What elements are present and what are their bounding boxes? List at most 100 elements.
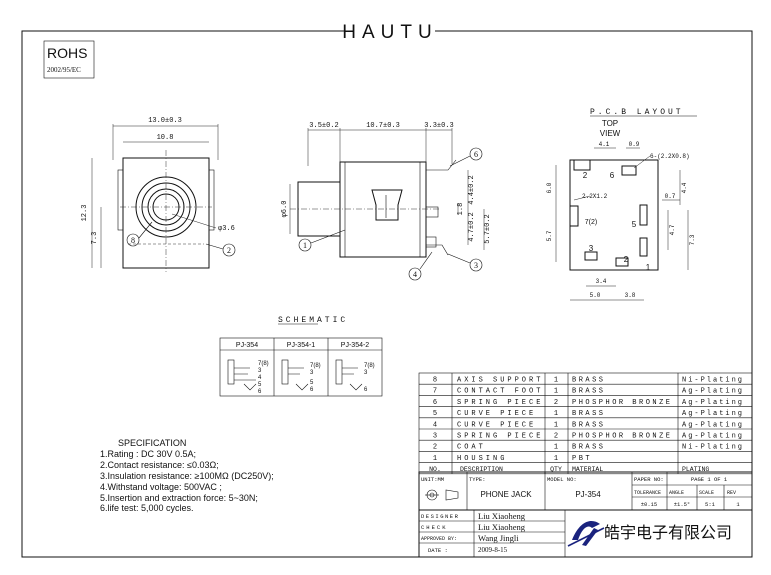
rev-value: 1 xyxy=(736,501,740,508)
bom-row-no: 2 xyxy=(433,444,437,452)
schematic: SCHEMATIC PJ-354 PJ-354-1 PJ-354-2 7(8) … xyxy=(219,316,383,397)
bom-row-qty: 2 xyxy=(554,433,558,441)
spec-line-4: 4.Withstand voltage: 500VAC ; xyxy=(100,482,222,492)
schematic-title: SCHEMATIC xyxy=(278,316,348,325)
pcb-pin-6: 6 xyxy=(610,171,615,180)
title-block: UNIT:MM TYPE: PHONE JACK MODEL NO: PJ-35… xyxy=(418,471,753,558)
schematic-pin-6-b: 6 xyxy=(310,387,314,393)
side-dim-dia: φ6.0 xyxy=(281,201,289,218)
bom-row-material: PHOSPHOR BRONZE xyxy=(572,433,673,441)
pcb-pin-5: 5 xyxy=(632,220,637,229)
bom-row-plating: Ag-Plating xyxy=(682,410,744,418)
date-label: DATE : xyxy=(428,547,448,554)
side-balloon-6: 6 xyxy=(474,150,478,159)
bom-row-material: BRASS xyxy=(572,388,606,396)
bom-row-qty: 1 xyxy=(554,444,558,452)
angle-label: ANGLE xyxy=(669,490,684,496)
schematic-pin-78-c: 7(8) xyxy=(364,363,375,369)
model-value: PJ-354 xyxy=(575,490,601,499)
bom-row-qty: 1 xyxy=(554,377,558,385)
front-dim-inner-height: 7.3 xyxy=(91,232,99,245)
schematic-header-3: PJ-354-2 xyxy=(341,342,370,349)
schematic-pin-5-a: 5 xyxy=(258,382,262,388)
bom-row-desc: AXIS SUPPORT xyxy=(457,377,543,385)
spec-title: SPECIFICATION xyxy=(118,438,186,448)
bom-row-qty: 1 xyxy=(554,388,558,396)
bom-row-no: 7 xyxy=(433,388,437,396)
rohs-directive: 2002/95/EC xyxy=(47,66,81,74)
pcb-view-word: VIEW xyxy=(600,129,621,138)
bom-header-no: NO. xyxy=(429,466,441,473)
bom-row-qty: 1 xyxy=(554,421,558,429)
spec-line-5: 5.Insertion and extraction force: 5~30N; xyxy=(100,493,258,503)
side-dim-b: 10.7±0.3 xyxy=(366,122,400,130)
pcb-dim-41: 4.1 xyxy=(599,141,610,148)
schematic-pin-78-b: 7(8) xyxy=(310,363,321,369)
side-dim-r1: 4.4±0.2 xyxy=(468,175,476,204)
front-balloon-2: 2 xyxy=(227,246,231,255)
bom-row-desc: SPRING PIECE xyxy=(457,399,543,407)
pcb-title: P.C.B LAYOUT xyxy=(590,108,684,117)
bom-row-plating: Ag-Plating xyxy=(682,388,744,396)
bom-frame xyxy=(418,372,753,475)
front-balloon-8: 8 xyxy=(131,236,135,245)
unit-label: UNIT:MM xyxy=(421,476,444,483)
front-dim-inner-width: 10.8 xyxy=(157,134,174,142)
projection-symbol-icon xyxy=(425,489,459,501)
schematic-pin-6-c: 6 xyxy=(364,387,368,393)
scale-label: SCALE xyxy=(699,490,714,496)
front-dim-width: 13.0±0.3 xyxy=(148,117,182,125)
bom-row-material: BRASS xyxy=(572,444,606,452)
schematic-pin-4-a: 4 xyxy=(258,375,262,381)
side-balloon-3: 3 xyxy=(474,261,478,270)
bom-row-plating: Ag-Plating xyxy=(682,399,744,407)
side-balloon-4: 4 xyxy=(413,270,417,279)
rohs-label: ROHS xyxy=(47,45,87,61)
front-dim-hole: φ3.6 xyxy=(218,225,235,233)
side-dim-r2: 1.8 xyxy=(457,203,465,216)
pcb-dim-38: 3.8 xyxy=(625,292,636,299)
front-view: 13.0±0.3 10.8 12.3 7.3 φ3.6 8 2 xyxy=(81,117,236,272)
bom-header-desc: DESCRIPTION xyxy=(460,466,503,473)
pcb-pin-7: 7(2) xyxy=(585,219,597,226)
paper-label: PAPER NO: xyxy=(634,476,664,483)
bom-row-qty: 1 xyxy=(554,455,558,463)
spec-line-6: 6.life test: 5,000 cycles. xyxy=(100,503,194,513)
rev-label: REV xyxy=(727,490,736,496)
approved-value: Wang Jingli xyxy=(478,533,519,543)
pcb-pin-2a: 2 xyxy=(583,171,588,180)
spec-line-3: 3.Insulation resistance: ≥100MΩ (DC250V)… xyxy=(100,471,274,481)
bom-header-material: MATERIAL xyxy=(572,466,603,473)
designer-value: Liu Xiaoheng xyxy=(478,511,526,521)
designer-label: DESIGNER xyxy=(421,513,459,520)
bom-row-no: 8 xyxy=(433,377,437,385)
scale-value: 5:1 xyxy=(705,501,716,508)
bom-row-plating: Ni-Plating xyxy=(682,444,744,452)
pcb-dim-34: 3.4 xyxy=(596,278,607,285)
bom-row-plating: Ni-Plating xyxy=(682,377,744,385)
bom-header-qty: QTY xyxy=(550,466,562,473)
bom-row-material: BRASS xyxy=(572,377,606,385)
tol-value: ±0.15 xyxy=(641,501,658,508)
pcb-dim-60: 6.0 xyxy=(546,182,553,193)
side-dim-r3: 4.7±0.2 xyxy=(468,212,476,241)
schematic-pin-6-a: 6 xyxy=(258,389,262,395)
bom-row-no: 3 xyxy=(433,433,437,441)
rohs-mark: ROHS 2002/95/EC xyxy=(43,40,95,79)
approved-label: APPROVED BY: xyxy=(421,536,457,542)
bom-row-material: PBT xyxy=(572,455,592,463)
tolerance-label: TOLERANCE xyxy=(634,490,661,496)
specification: SPECIFICATION 1.Rating : DC 30V 0.5A; 2.… xyxy=(100,438,274,513)
pcb-dim-22x12: 2.2X1.2 xyxy=(582,193,608,200)
schematic-pin-5-b: 5 xyxy=(310,380,314,386)
schematic-header-2: PJ-354-1 xyxy=(287,342,316,349)
spec-line-1: 1.Rating : DC 30V 0.5A; xyxy=(100,449,196,459)
pcb-view-top: TOP xyxy=(602,119,618,128)
bom-row-no: 5 xyxy=(433,410,437,418)
pcb-dim-57: 5.7 xyxy=(546,230,553,241)
bom-row-qty: 2 xyxy=(554,399,558,407)
company-name: 皓宇电子有限公司 xyxy=(604,524,732,542)
model-label: MODEL NO: xyxy=(547,476,577,483)
